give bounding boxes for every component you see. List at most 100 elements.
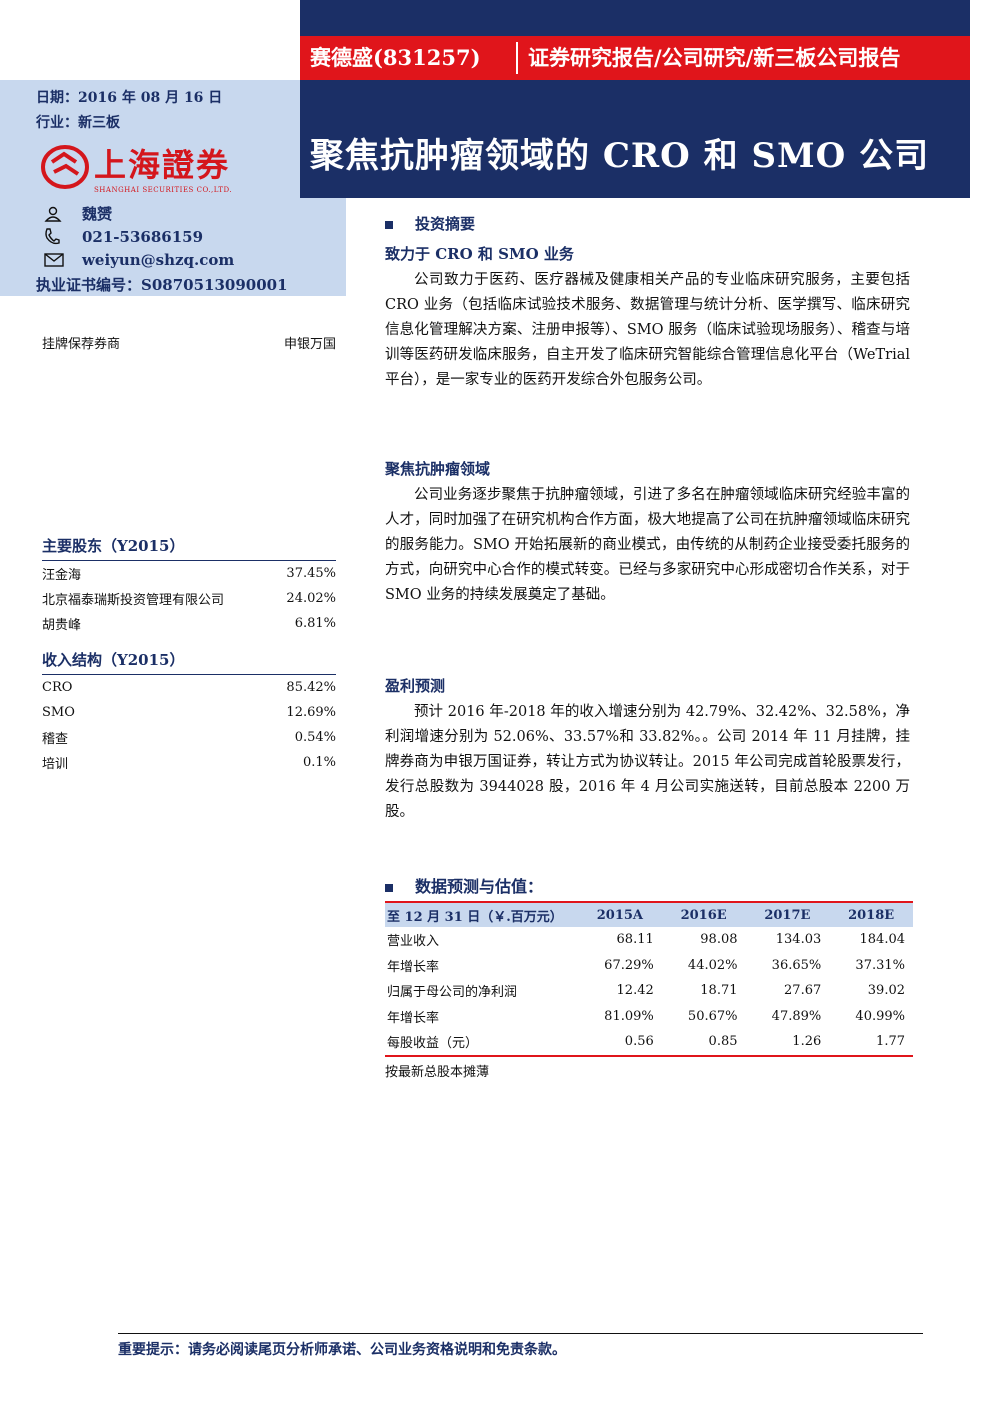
email-icon [44,252,64,267]
forecast-bottom-rule [385,1054,913,1057]
table-cell: 184.04 [859,932,906,948]
table-cell: 50.67% [687,1008,738,1024]
table-cell: 27.67 [784,983,822,999]
revenue-name: 稽查 [42,732,69,747]
table-cell: 39.02 [867,983,905,999]
revenue-pct: 12.69% [286,705,336,720]
analyst-phone-row: 021-53686159 [40,225,234,248]
shareholder-name: 汪金海 [42,568,82,583]
shareholder-name: 胡贵峰 [42,618,82,633]
table-cell: 40.99% [855,1008,905,1024]
section-title: 致力于 CRO 和 SMO 业务 [385,245,574,263]
shareholders-rule [42,560,336,561]
shareholder-name: 北京福泰瑞斯投资管理有限公司 [42,593,225,608]
header-title-panel [300,80,970,198]
logo-mark-icon [41,145,89,189]
logo-text: 上海證券 [94,146,231,184]
shareholders-section: 主要股东（Y2015） 汪金海 37.45% 北京福泰瑞斯投资管理有限公司 24.0… [42,535,336,636]
shareholder-pct: 37.45% [286,566,336,581]
report-title: 聚焦抗肿瘤领域的 CRO 和 SMO 公司 [310,136,930,176]
shareholder-pct: 6.81% [294,616,336,631]
table-header-cell: 至 12 月 31 日（￥.百万元） [385,903,578,927]
company-code: 赛德盛(831257) [310,45,481,70]
table-cell: 44.02% [687,957,738,973]
sponsor-value: 申银万国 [283,337,336,352]
table-row: 营业收入 68.11 98.08 134.03 184.04 [385,927,913,953]
revenue-row: CRO 85.42% [42,675,336,700]
company-logo: 上海證券 SHANGHAI SECURITIES CO.,LTD. [40,140,232,194]
shareholder-row: 胡贵峰 6.81% [42,611,336,636]
forecast-top-rule [385,901,913,903]
forecast-heading: 数据预测与估值： [385,873,913,897]
table-cell: 47.89% [771,1008,822,1024]
table-cell: 12.42 [616,983,654,999]
sponsor-row: 挂牌保荐券商 申银万国 [42,330,336,355]
table-cell: 年增长率 [387,959,440,975]
table-cell: 68.11 [616,932,654,948]
table-cell: 营业收入 [387,934,440,950]
analyst-contact: 魏赟 021-53686159 weiyun@shzq.com 执业证书编号：S… [0,198,346,296]
table-cell: 98.08 [700,932,738,948]
shareholder-row: 汪金海 37.45% [42,561,336,586]
table-cell: 134.03 [775,932,822,948]
analyst-name-row: 魏赟 [40,202,234,225]
report-type: 证券研究报告/公司研究/新三板公司报告 [528,45,901,70]
table-cell: 18.71 [700,983,738,999]
footer-notice: 重要提示：请务必阅读尾页分析师承诺、公司业务资格说明和免责条款。 [118,1342,566,1358]
analyst-license: 执业证书编号：S0870513090001 [36,276,288,294]
bullet-square-icon [385,221,393,229]
shareholder-pct: 24.02% [286,591,336,606]
forecast-note: 按最新总股本摊薄 [385,1064,490,1080]
revenue-name: 培训 [42,757,69,772]
table-cell: 37.31% [855,957,905,973]
revenue-pct: 85.42% [286,680,336,695]
table-cell: 81.09% [604,1008,654,1024]
table-cell: 0.56 [624,1034,654,1050]
shareholder-row: 北京福泰瑞斯投资管理有限公司 24.02% [42,586,336,611]
table-cell: 1.77 [876,1034,905,1050]
section-text: 公司业务逐步聚焦于抗肿瘤领域，引进了多名在肿瘤领域临床研究经验丰富的人才，同时加… [385,487,910,603]
shareholders-title: 主要股东（Y2015） [42,537,185,555]
table-cell: 0.85 [708,1034,738,1050]
section-title: 盈利预测 [385,677,446,695]
table-cell: 归属于母公司的净利润 [387,985,518,1001]
analyst-email[interactable]: weiyun@shzq.com [82,250,235,269]
bullet-square-icon [385,884,393,892]
revenue-rule [42,674,336,675]
table-cell: 每股收益（元） [387,1036,479,1052]
sponsor-label: 挂牌保荐券商 [42,337,121,352]
header-divider [516,42,518,74]
report-date: 日期：2016 年 08 月 16 日 [36,90,223,106]
analyst-phone: 021-53686159 [82,227,204,246]
person-icon [44,206,62,222]
section-text: 预计 2016 年-2018 年的收入增速分别为 42.79%、32.42%、3… [385,704,910,820]
table-header-cell: 2018E [829,903,913,927]
table-header-cell: 2017E [745,903,830,927]
table-header-cell: 2016E [661,903,746,927]
revenue-name: CRO [42,680,73,695]
table-cell: 67.29% [604,957,654,973]
table-cell: 36.65% [771,957,822,973]
table-cell: 年增长率 [387,1010,440,1026]
footer-rule [118,1333,923,1334]
phone-icon [45,227,60,244]
section-text: 公司致力于医药、医疗器械及健康相关产品的专业临床研究服务，主要包括 CRO 业务… [385,272,910,388]
header-top-bar [300,0,970,36]
revenue-row: SMO 12.69% [42,700,336,725]
forecast-table: 至 12 月 31 日（￥.百万元） 2015A 2016E 2017E 201… [385,903,913,1055]
forecast-section: 数据预测与估值： 至 12 月 31 日（￥.百万元） 2015A 2016E … [385,873,913,1080]
revenue-title: 收入结构（Y2015） [42,651,185,669]
table-row: 年增长率 81.09% 50.67% 47.89% 40.99% [385,1004,913,1030]
header-red-bar: 赛德盛(831257) 证券研究报告/公司研究/新三板公司报告 [300,36,970,80]
revenue-name: SMO [42,705,75,720]
table-header-cell: 2015A [578,903,662,927]
info-panel: 日期：2016 年 08 月 16 日 行业：新三板 上海證券 SHANGHAI… [0,80,300,198]
section-title: 聚焦抗肿瘤领域 [385,460,491,478]
analyst-name: 魏赟 [82,205,113,223]
table-row: 年增长率 67.29% 44.02% 36.65% 37.31% [385,953,913,979]
summary-section-2: 聚焦抗肿瘤领域 公司业务逐步聚焦于抗肿瘤领域，引进了多名在肿瘤领域临床研究经验丰… [385,458,910,608]
